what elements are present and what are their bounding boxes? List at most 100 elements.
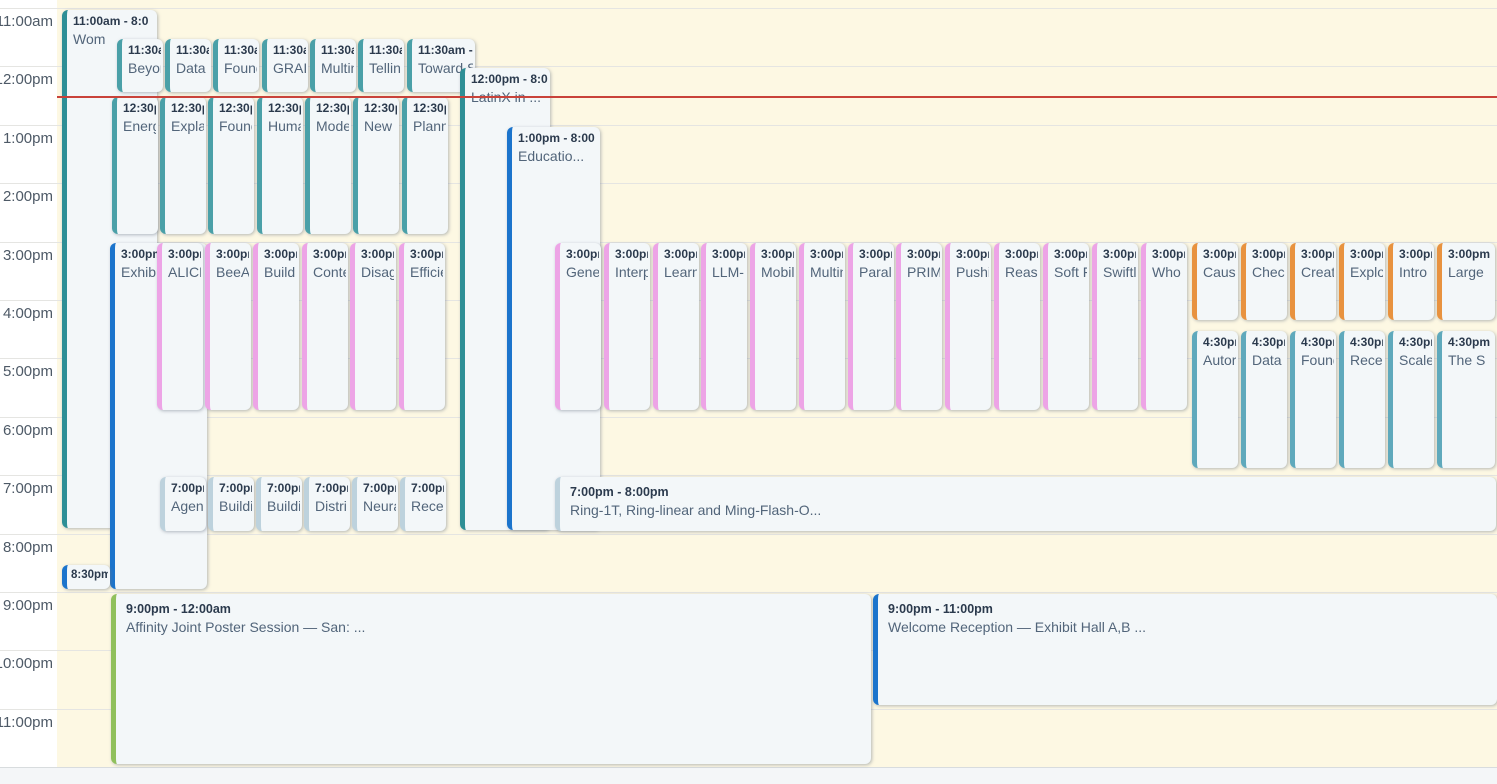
event-card-s1230-6[interactable]: 12:30pmNew F [353,97,399,234]
current-time-indicator [57,96,1497,98]
event-time: 12:30pm [123,101,156,115]
event-title: Efficie [410,264,443,281]
event-time: 3:00pm [1301,247,1334,261]
event-card-s1130-5[interactable]: 11:30amMultin [310,39,356,92]
event-time: 11:30am - 12:3 [418,43,473,57]
event-time: 3:00pm [1399,247,1432,261]
event-card-p3-12[interactable]: 3:00pmMultin [799,243,845,410]
time-label: 1:00pm [2,129,53,147]
event-card-p3-9[interactable]: 3:00pmLearn [653,243,699,410]
event-card-t430-1[interactable]: 4:30pmAutor [1192,331,1238,468]
time-label: 2:00pm [2,188,53,206]
event-card-p3-15[interactable]: 3:00pmPushi [945,243,991,410]
event-card-s1130-1[interactable]: 11:30amBeyon [117,39,163,92]
time-label: 5:00pm [2,363,53,381]
event-title: Soft F [1054,264,1087,281]
event-card-s1230-2[interactable]: 12:30pmExpla [160,97,206,234]
event-time: 12:30pm [413,101,446,115]
event-card-p3-18[interactable]: 3:00pmSwiftl [1092,243,1138,410]
event-time: 11:30am [176,43,209,57]
event-card-t430-3[interactable]: 4:30pmFound [1290,331,1336,468]
event-card-t430-2[interactable]: 4:30pmData I [1241,331,1287,468]
event-time: 7:00pm [267,481,300,495]
event-card-s1130-4[interactable]: 11:30amGRAID [262,39,308,92]
event-card-s1130-7[interactable]: 11:30am - 12:3Toward S [407,39,475,92]
event-time: 9:00pm - 12:00am [126,602,231,616]
event-card-o3-3[interactable]: 3:00pmCreat [1290,243,1336,320]
event-card-o3-2[interactable]: 3:00pmCheck [1241,243,1287,320]
event-card-s1230-5[interactable]: 12:30pmMode [305,97,351,234]
event-time: 11:30am [321,43,354,57]
event-title: Found [224,60,257,77]
event-card-p3-10[interactable]: 3:00pmLLM-F [701,243,747,410]
time-label: 7:00pm [2,480,53,498]
event-time: 4:30pm [1252,335,1285,349]
event-card-p3-17[interactable]: 3:00pmSoft F [1043,243,1089,410]
event-card-p3-5[interactable]: 3:00pmDisag [350,243,396,410]
event-card-o3-5[interactable]: 3:00pmIntro [1388,243,1434,320]
event-card-p3-11[interactable]: 3:00pmMobil [750,243,796,410]
event-time: 3:00pm [859,247,892,261]
event-title: Conte [313,264,346,281]
event-card-s7-5[interactable]: 7:00pmNeura [352,477,398,531]
event-time: 3:00pm [1350,247,1383,261]
event-time: 3:00pm [664,247,697,261]
time-label: 3:00pm [2,246,53,264]
event-card-s1130-3[interactable]: 11:30amFound [213,39,259,92]
event-title: Neura [363,498,396,515]
event-card-p3-2[interactable]: 3:00pmBeeAI [205,243,251,410]
event-card-s7-1[interactable]: 7:00pmAgent [160,477,206,531]
event-title: Affinity Joint Poster Session — San: ... [126,619,366,636]
time-label: 12:00pm [0,71,53,89]
event-card-p3-14[interactable]: 3:00pmPRIME [896,243,942,410]
event-card-o3-4[interactable]: 3:00pmExplo [1339,243,1385,320]
event-title: Data S [176,60,209,77]
event-card-p3-19[interactable]: 3:00pmWho [1141,243,1187,410]
event-title: Who [1152,264,1181,281]
event-card-s7-3[interactable]: 7:00pmBuildi [256,477,302,531]
event-card-s1230-3[interactable]: 12:30pmFound [208,97,254,234]
event-card-t430-4[interactable]: 4:30pmRecen [1339,331,1385,468]
time-label: 4:00pm [2,305,53,322]
event-time: 3:00pm [1054,247,1087,261]
event-card-s1230-1[interactable]: 12:30pmEnerg [112,97,158,234]
event-card-s1130-6[interactable]: 11:30amTellin [358,39,404,92]
event-title: Huma [268,118,301,135]
event-time: 3:00pm [1252,247,1285,261]
event-card-s7-6[interactable]: 7:00pmRecen [400,477,446,531]
event-card-p3-16[interactable]: 3:00pmReaso [994,243,1040,410]
event-title: Explo [1350,264,1383,281]
event-time: 1:00pm - 8:00 [518,131,595,145]
event-card-p3-8[interactable]: 3:00pmInterp [604,243,650,410]
event-card-s1230-7[interactable]: 12:30pmPlann [402,97,448,234]
event-card-p3-4[interactable]: 3:00pmConte [302,243,348,410]
time-label: 9:00pm [2,597,53,614]
event-time: 12:30pm [316,101,349,115]
hour-gridline [0,300,1497,301]
event-card-s1130-2[interactable]: 11:30amData S [165,39,211,92]
event-title: Toward S [418,60,473,77]
event-card-e830[interactable]: 8:30pm [62,565,110,589]
event-card-p3-3[interactable]: 3:00pmBuild [253,243,299,410]
event-time: 8:30pm [71,569,108,581]
event-title: Parall [859,264,892,281]
event-card-p3-6[interactable]: 3:00pmEfficie [399,243,445,410]
event-card-p3-7[interactable]: 3:00pmGener [555,243,601,410]
event-card-s7-2[interactable]: 7:00pmBuildi [208,477,254,531]
event-title: Recen [1350,352,1383,369]
event-time: 4:30pm [1448,335,1491,349]
event-title: Swiftl [1103,264,1136,281]
event-time: 11:30am [128,43,161,57]
event-card-s7-4[interactable]: 7:00pmDistri [304,477,350,531]
event-card-p3-13[interactable]: 3:00pmParall [848,243,894,410]
event-card-p3-1[interactable]: 3:00pmALICE [157,243,203,410]
event-card-s1230-4[interactable]: 12:30pmHuma [257,97,303,234]
event-card-t430-5[interactable]: 4:30pmScale [1388,331,1434,468]
event-card-o3-1[interactable]: 3:00pmCausa [1192,243,1238,320]
event-time: 12:30pm [268,101,301,115]
